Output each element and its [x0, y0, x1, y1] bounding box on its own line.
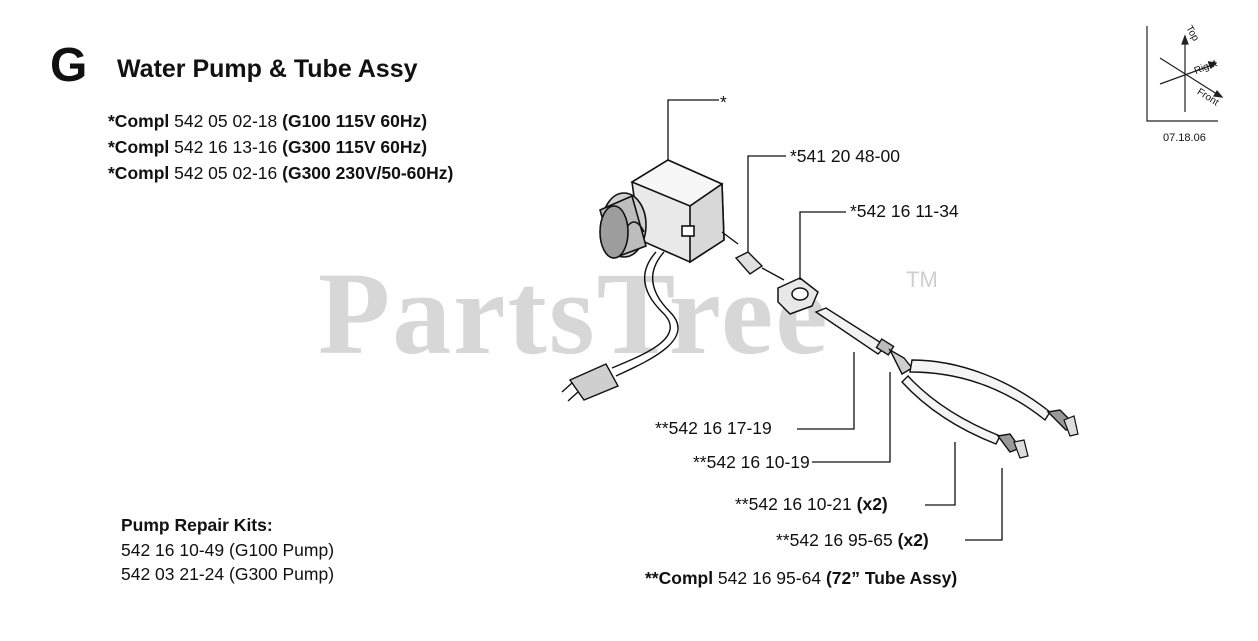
callout-part-number: **542 16 10-21	[735, 494, 857, 514]
repair-kit-item: 542 16 10-49 (G100 Pump)	[121, 540, 335, 560]
compl-line-3: *Compl 542 05 02-16 (G300 230V/50-60Hz)	[108, 163, 454, 183]
water-pump	[599, 159, 725, 264]
tube-assy-line: **Compl 542 16 95-64 (72” Tube Assy)	[645, 568, 958, 588]
tube-assy-spec: (72” Tube Assy)	[825, 568, 958, 588]
power-cord	[561, 251, 679, 402]
section-letter: G	[50, 39, 88, 92]
orientation-indicator	[1146, 26, 1224, 122]
main-tube	[814, 307, 895, 356]
callout-fitting: *541 20 48-00	[790, 146, 900, 166]
page-title: Water Pump & Tube Assy	[117, 55, 418, 83]
trademark-mark: TM	[906, 267, 938, 292]
compl-spec: (G100 115V 60Hz)	[282, 111, 428, 131]
repair-kit-item: 542 03 21-24 (G300 Pump)	[121, 564, 335, 584]
callout-pump: *	[720, 92, 727, 112]
compl-spec: (G300 230V/50-60Hz)	[282, 163, 454, 183]
callout-quantity: (x2)	[856, 494, 888, 514]
tube-clamp	[777, 277, 819, 315]
partstree-watermark: PartsTree	[318, 248, 830, 379]
compl-prefix: *Compl	[108, 111, 170, 131]
leader-lines	[667, 99, 1003, 541]
compl-line-1: *Compl 542 05 02-18 (G100 115V 60Hz)	[108, 111, 428, 131]
repair-kits-heading: Pump Repair Kits:	[121, 515, 273, 535]
callout-tee: **542 16 10-19	[693, 452, 810, 472]
compl-line-2: *Compl 542 16 13-16 (G300 115V 60Hz)	[108, 137, 428, 157]
spray-nozzles	[1013, 415, 1079, 459]
callout-part-number: **542 16 95-65	[776, 530, 898, 550]
callout-branch-tube: **542 16 10-21 (x2)	[735, 494, 888, 514]
tube-assy-prefix: **Compl	[645, 568, 714, 588]
diagram-date: 07.18.06	[1163, 132, 1206, 144]
compl-spec: (G300 115V 60Hz)	[282, 137, 428, 157]
pump-fitting	[721, 231, 785, 281]
compl-prefix: *Compl	[108, 137, 170, 157]
callout-main-tube: **542 16 17-19	[655, 418, 772, 438]
tube-assy-part-number: 542 16 95-64	[713, 568, 826, 588]
callout-nozzle: **542 16 95-65 (x2)	[776, 530, 929, 550]
compl-part-number: 542 16 13-16	[169, 137, 283, 157]
compl-part-number: 542 05 02-16	[169, 163, 283, 183]
compl-prefix: *Compl	[108, 163, 170, 183]
callout-quantity: (x2)	[897, 530, 929, 550]
callout-clamp: *542 16 11-34	[850, 201, 959, 221]
compl-part-number: 542 05 02-18	[169, 111, 283, 131]
tee-and-branch-tubes	[888, 348, 1078, 453]
